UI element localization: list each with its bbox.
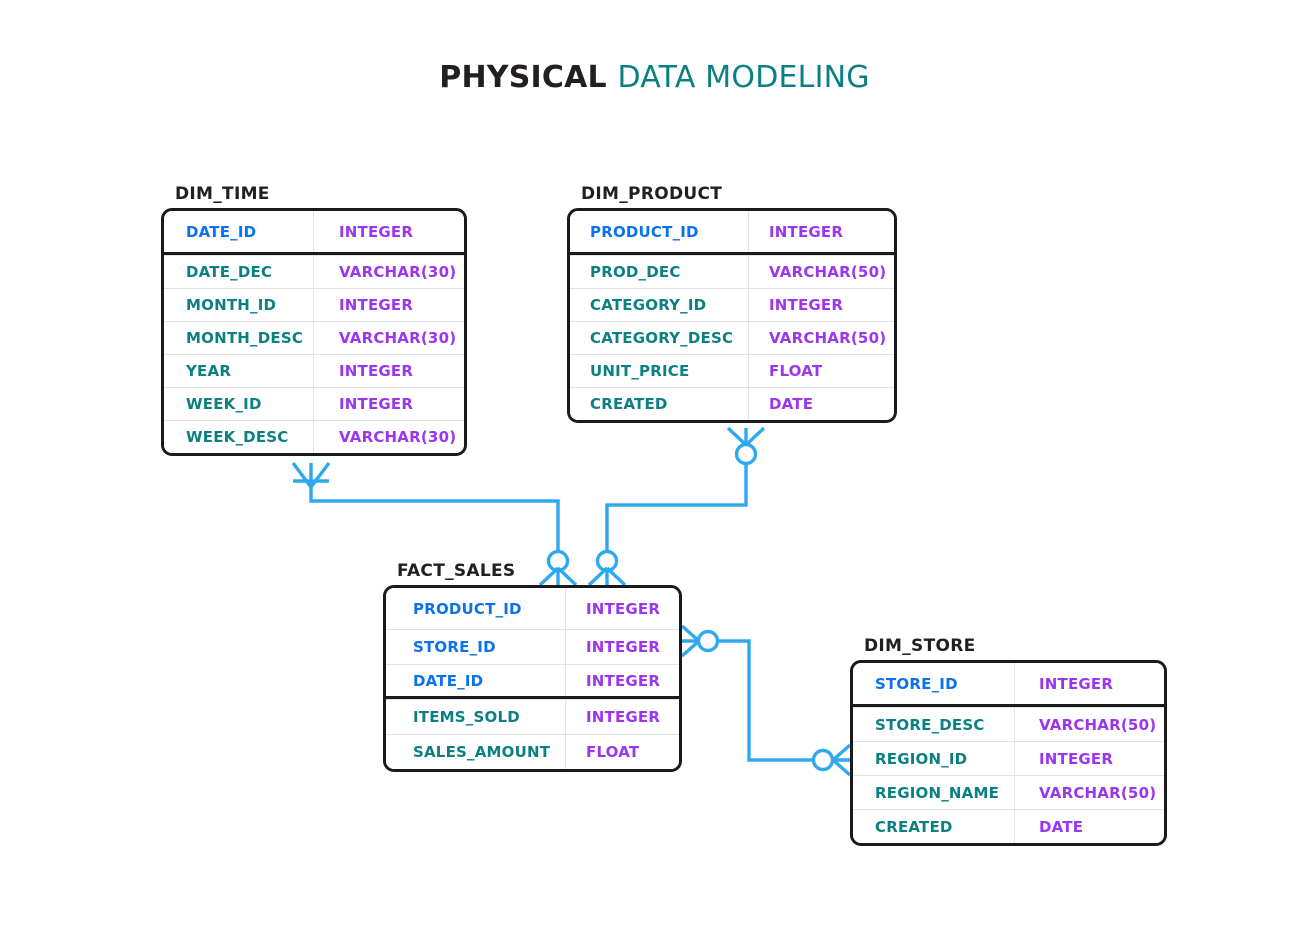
column-type: VARCHAR(30): [339, 263, 457, 281]
column-name: STORE_DESC: [853, 708, 1015, 741]
table-row[interactable]: ITEMS_SOLD INTEGER: [386, 699, 679, 734]
table-row[interactable]: STORE_ID INTEGER: [853, 663, 1164, 707]
column-type: VARCHAR(50): [1039, 783, 1157, 802]
relationship-dim-product-fact-sales: [587, 426, 766, 587]
column-name: CREATED: [853, 810, 1015, 843]
table-row[interactable]: MONTH_ID INTEGER: [164, 288, 464, 321]
entity-box-dim-time: DATE_ID INTEGER DATE_DEC VARCHAR(30) MON…: [161, 208, 467, 456]
table-row[interactable]: DATE_ID INTEGER: [164, 211, 464, 255]
column-name: STORE_ID: [853, 663, 1015, 704]
table-row[interactable]: DATE_ID INTEGER: [386, 664, 679, 699]
column-name: PRODUCT_ID: [386, 588, 566, 629]
table-row[interactable]: UNIT_PRICE FLOAT: [570, 354, 894, 387]
column-type: DATE: [769, 395, 814, 413]
column-type: VARCHAR(30): [339, 329, 457, 347]
table-row[interactable]: STORE_ID INTEGER: [386, 629, 679, 664]
column-name: YEAR: [164, 355, 314, 387]
column-type: INTEGER: [586, 638, 661, 656]
column-type: FLOAT: [586, 743, 640, 761]
column-type: INTEGER: [769, 296, 844, 314]
column-type: INTEGER: [339, 362, 414, 380]
entity-box-dim-product: PRODUCT_ID INTEGER PROD_DEC VARCHAR(50) …: [567, 208, 897, 423]
table-row[interactable]: PRODUCT_ID INTEGER: [386, 588, 679, 629]
entity-dim-time[interactable]: DIM_TIME DATE_ID INTEGER DATE_DEC VARCHA…: [161, 184, 467, 456]
column-name: DATE_DEC: [164, 256, 314, 288]
table-row[interactable]: YEAR INTEGER: [164, 354, 464, 387]
column-name: CREATED: [570, 388, 749, 420]
column-type: INTEGER: [769, 222, 844, 241]
column-name: WEEK_DESC: [164, 421, 314, 453]
column-name: CATEGORY_DESC: [570, 322, 749, 354]
column-name: STORE_ID: [386, 630, 566, 664]
column-name: ITEMS_SOLD: [386, 700, 566, 734]
entity-title-dim-product: DIM_PRODUCT: [581, 184, 723, 204]
column-type: VARCHAR(30): [339, 428, 457, 446]
column-name: CATEGORY_ID: [570, 289, 749, 321]
column-name: PROD_DEC: [570, 256, 749, 288]
entity-title-dim-store: DIM_STORE: [864, 636, 976, 656]
column-type: INTEGER: [586, 671, 661, 690]
column-name: SALES_AMOUNT: [386, 735, 566, 769]
table-row[interactable]: CATEGORY_DESC VARCHAR(50): [570, 321, 894, 354]
table-row[interactable]: PROD_DEC VARCHAR(50): [570, 255, 894, 288]
column-type: INTEGER: [1039, 674, 1114, 693]
table-row[interactable]: MONTH_DESC VARCHAR(30): [164, 321, 464, 354]
column-type: INTEGER: [339, 395, 414, 413]
entity-box-dim-store: STORE_ID INTEGER STORE_DESC VARCHAR(50) …: [850, 660, 1167, 846]
column-type: INTEGER: [586, 599, 661, 618]
column-type: VARCHAR(50): [769, 329, 887, 347]
column-type: DATE: [1039, 817, 1084, 836]
table-row[interactable]: WEEK_DESC VARCHAR(30): [164, 420, 464, 453]
entity-title-dim-time: DIM_TIME: [175, 184, 270, 204]
entity-dim-product[interactable]: DIM_PRODUCT PRODUCT_ID INTEGER PROD_DEC …: [567, 184, 897, 423]
table-row[interactable]: SALES_AMOUNT FLOAT: [386, 734, 679, 769]
table-row[interactable]: PRODUCT_ID INTEGER: [570, 211, 894, 255]
column-name: MONTH_DESC: [164, 322, 314, 354]
entity-fact-sales[interactable]: FACT_SALES PRODUCT_ID INTEGER STORE_ID I…: [383, 561, 682, 772]
column-type: INTEGER: [586, 708, 661, 726]
table-row[interactable]: CREATED DATE: [853, 809, 1164, 843]
column-name: DATE_ID: [386, 665, 566, 696]
column-type: INTEGER: [339, 222, 414, 241]
column-type: VARCHAR(50): [1039, 715, 1157, 734]
page-title-accent: DATA MODELING: [617, 60, 870, 95]
column-name: DATE_ID: [164, 211, 314, 252]
table-row[interactable]: WEEK_ID INTEGER: [164, 387, 464, 420]
table-row[interactable]: REGION_ID INTEGER: [853, 741, 1164, 775]
column-name: MONTH_ID: [164, 289, 314, 321]
relationship-fact-sales-dim-store: [680, 624, 852, 777]
entity-dim-store[interactable]: DIM_STORE STORE_ID INTEGER STORE_DESC VA…: [850, 636, 1167, 846]
table-row[interactable]: STORE_DESC VARCHAR(50): [853, 707, 1164, 741]
table-row[interactable]: CATEGORY_ID INTEGER: [570, 288, 894, 321]
column-name: WEEK_ID: [164, 388, 314, 420]
entity-title-fact-sales: FACT_SALES: [397, 561, 516, 581]
page-title: PHYSICAL DATA MODELING: [0, 60, 1309, 95]
column-type: FLOAT: [769, 362, 823, 380]
page-title-strong: PHYSICAL: [439, 60, 607, 95]
column-name: REGION_ID: [853, 742, 1015, 775]
column-type: INTEGER: [1039, 749, 1114, 768]
column-type: INTEGER: [339, 296, 414, 314]
column-type: VARCHAR(50): [769, 263, 887, 281]
column-name: REGION_NAME: [853, 776, 1015, 809]
table-row[interactable]: CREATED DATE: [570, 387, 894, 420]
table-row[interactable]: REGION_NAME VARCHAR(50): [853, 775, 1164, 809]
column-name: UNIT_PRICE: [570, 355, 749, 387]
table-row[interactable]: DATE_DEC VARCHAR(30): [164, 255, 464, 288]
column-name: PRODUCT_ID: [570, 211, 749, 252]
entity-box-fact-sales: PRODUCT_ID INTEGER STORE_ID INTEGER DATE…: [383, 585, 682, 772]
